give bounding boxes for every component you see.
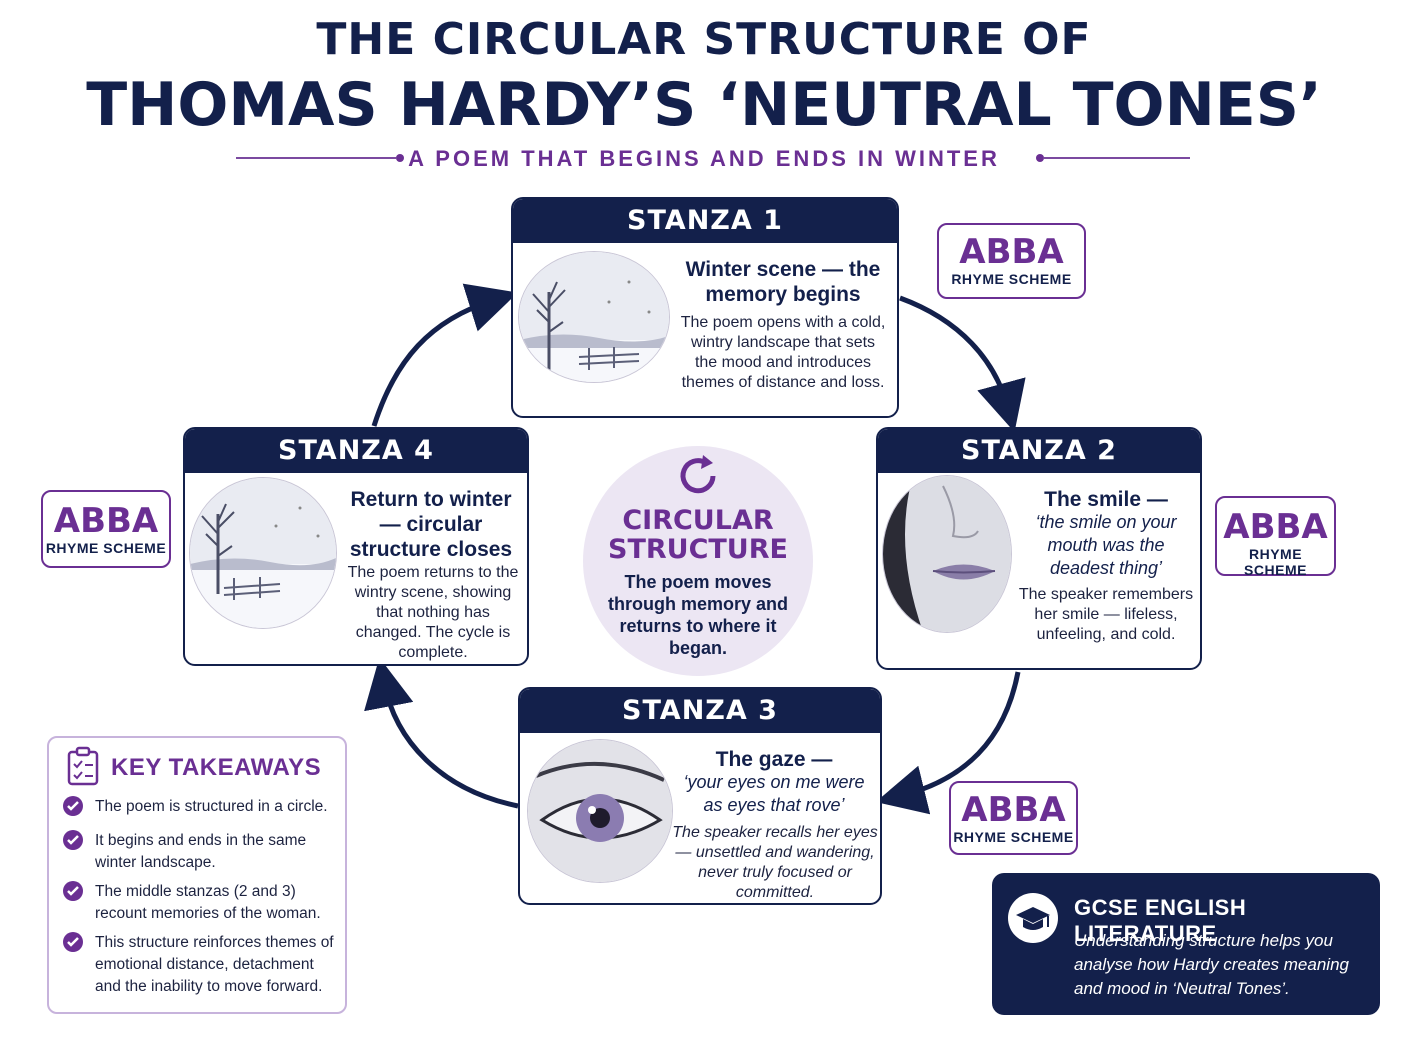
arrow-stanza3-to-stanza4 xyxy=(364,657,519,809)
rhyme-badge-caption: RHYME SCHEME xyxy=(45,540,167,556)
rhyme-badge-abba: ABBA xyxy=(959,232,1064,272)
stanza-3-quote: ‘your eyes on me were as eyes that rove’ xyxy=(683,772,865,815)
stanza-4-card: STANZA 4 Return to winter — circular str… xyxy=(183,427,529,666)
takeaways-title: KEY TAKEAWAYS xyxy=(111,754,322,781)
rhyme-badge-stanza-1: ABBA RHYME SCHEME xyxy=(937,223,1086,299)
stanza-2-card: STANZA 2 The smile — ‘the smile on your … xyxy=(876,427,1202,670)
check-icon xyxy=(63,932,83,952)
winter-landscape-image xyxy=(518,251,670,383)
takeaway-text: It begins and ends in the same winter la… xyxy=(95,832,307,871)
subtitle-dot-left xyxy=(396,154,404,162)
gcse-body: Understanding structure helps you analys… xyxy=(1074,931,1349,998)
stanza-2-heading: The smile — xyxy=(1044,488,1168,511)
stanza-1-body: The poem opens with a cold, wintry lands… xyxy=(680,314,886,391)
stanza-3-heading: The gaze — xyxy=(715,748,833,771)
stanza-3-card: STANZA 3 The gaze — ‘your eyes on me wer… xyxy=(518,687,882,905)
check-icon xyxy=(63,881,83,901)
key-takeaways-panel: KEY TAKEAWAYS The poem is structured in … xyxy=(47,736,347,1014)
stanza-4-body: The poem returns to the wintry scene, sh… xyxy=(347,564,519,661)
winter-landscape-image xyxy=(189,477,337,629)
stanza-3-body: The speaker recalls her eyes — unsettled… xyxy=(672,824,878,901)
rhyme-badge-stanza-2: ABBA RHYME SCHEME xyxy=(1215,496,1336,578)
rhyme-badge-caption: RHYME SCHEME xyxy=(1244,546,1307,578)
centre-circle: CIRCULAR STRUCTURE The poem moves throug… xyxy=(583,446,813,676)
subtitle: A POEM THAT BEGINS AND ENDS IN WINTER xyxy=(408,146,1000,171)
gcse-title: GCSE ENGLISH LITERATURE xyxy=(1074,895,1247,946)
stanza-3-label: STANZA 3 xyxy=(520,689,880,733)
takeaway-text: This structure reinforces themes of emot… xyxy=(95,934,334,995)
centre-body: The poem moves through memory and return… xyxy=(607,572,788,658)
graduation-cap-icon xyxy=(1008,893,1058,943)
centre-title: CIRCULAR STRUCTURE xyxy=(608,505,788,565)
arrow-stanza4-to-stanza1 xyxy=(371,283,518,427)
stanza-2-label: STANZA 2 xyxy=(878,429,1200,473)
stanza-4-label: STANZA 4 xyxy=(185,429,527,473)
eye-image xyxy=(527,739,673,883)
subtitle-dot-right xyxy=(1036,154,1044,162)
subtitle-rule-right xyxy=(1044,157,1190,159)
smiling-mouth-image xyxy=(882,475,1012,633)
takeaway-text: The middle stanzas (2 and 3) recount mem… xyxy=(95,883,321,922)
rhyme-badge-stanza-4: ABBA RHYME SCHEME xyxy=(41,490,171,568)
clipboard-checklist-icon xyxy=(67,746,99,786)
gcse-panel: GCSE ENGLISH LITERATURE Understanding st… xyxy=(992,873,1380,1015)
rhyme-badge-abba: ABBA xyxy=(961,790,1066,830)
takeaway-text: The poem is structured in a circle. xyxy=(95,798,328,815)
subtitle-rule-left xyxy=(236,157,396,159)
cycle-icon xyxy=(680,455,716,494)
title-line-1: THE CIRCULAR STRUCTURE OF xyxy=(316,14,1092,65)
check-icon xyxy=(63,796,83,816)
rhyme-badge-abba: ABBA xyxy=(1223,507,1328,547)
title-line-2: THOMAS HARDY’S ‘NEUTRAL TONES’ xyxy=(86,70,1322,140)
rhyme-badge-stanza-3: ABBA RHYME SCHEME xyxy=(949,781,1078,855)
rhyme-badge-abba: ABBA xyxy=(53,501,159,541)
stanza-1-heading: Winter scene — the memory begins xyxy=(685,258,881,306)
stanza-1-card: STANZA 1 Winter scene — the memory begin… xyxy=(511,197,899,418)
stanza-1-label: STANZA 1 xyxy=(513,199,897,243)
stanza-2-quote: ‘the smile on your mouth was the deadest… xyxy=(1035,512,1177,578)
arrow-stanza2-to-stanza3 xyxy=(875,671,1021,815)
rhyme-badge-caption: RHYME SCHEME xyxy=(953,829,1074,845)
stanza-2-body: The speaker remembers her smile — lifele… xyxy=(1018,586,1194,643)
arrow-stanza1-to-stanza2 xyxy=(899,295,1026,433)
check-icon xyxy=(63,830,83,850)
stanza-4-heading: Return to winter — circular structure cl… xyxy=(349,488,513,561)
rhyme-badge-caption: RHYME SCHEME xyxy=(951,271,1072,287)
